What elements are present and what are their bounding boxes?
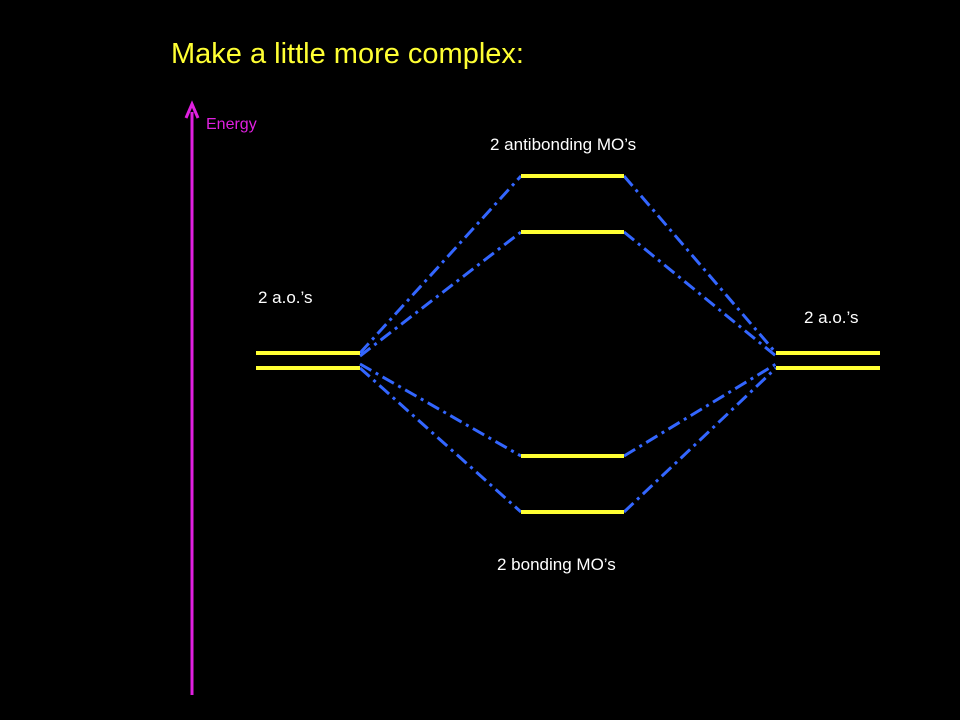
- correlation-line: [358, 174, 523, 355]
- right-atomic-orbitals-label: 2 a.o.’s: [804, 308, 859, 327]
- energy-axis-arrowhead: [184, 100, 200, 119]
- bonding-label: 2 bonding MO’s: [497, 555, 616, 574]
- correlation-line: [359, 366, 522, 514]
- correlation-line: [359, 230, 522, 358]
- correlation-line: [622, 175, 778, 354]
- energy-axis-label: Energy: [206, 116, 257, 133]
- correlation-line: [623, 362, 777, 458]
- slide-title: Make a little more complex:: [171, 38, 524, 70]
- left-atomic-orbitals-label: 2 a.o.’s: [258, 288, 313, 307]
- correlation-line: [623, 230, 777, 358]
- antibonding-label: 2 antibonding MO’s: [490, 135, 637, 154]
- correlation-line: [359, 362, 522, 458]
- correlation-line: [622, 366, 778, 514]
